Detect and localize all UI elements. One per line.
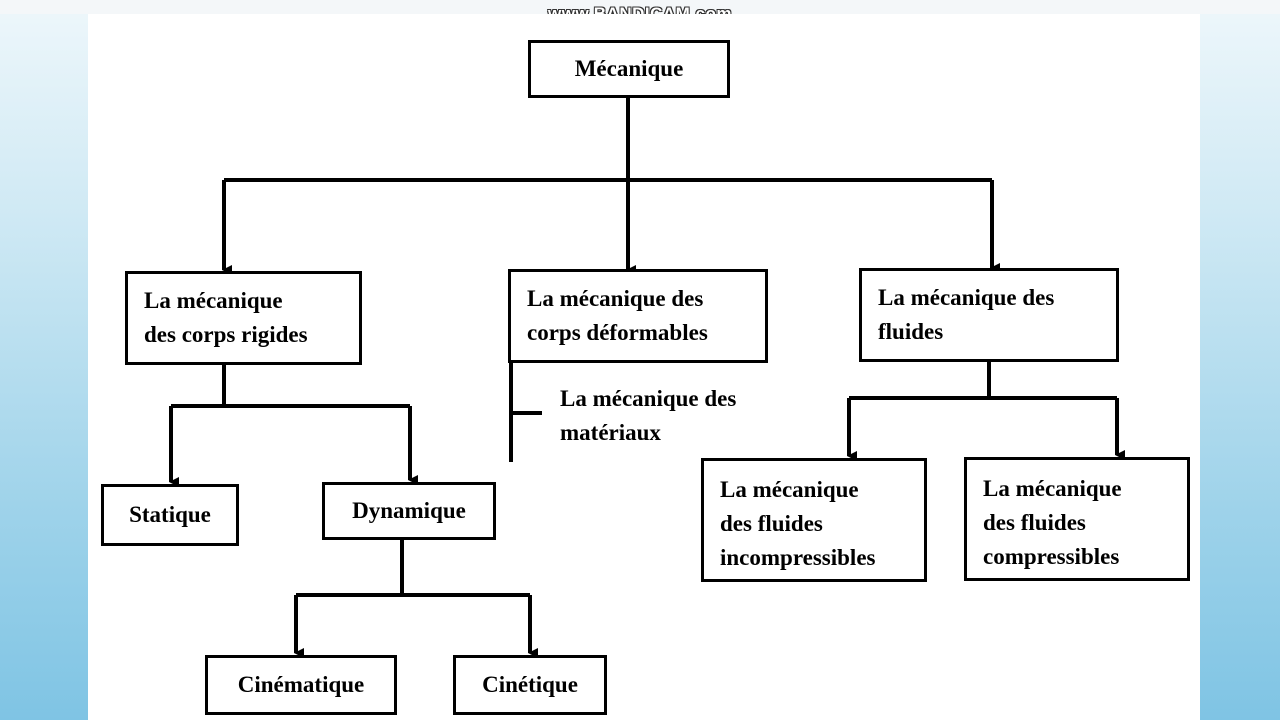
node-fluides-compressibles: La mécanique des fluides compressibles: [964, 457, 1190, 581]
node-statique-label: Statique: [129, 502, 211, 527]
node-fluides-incompressibles-line-2: des fluides: [720, 511, 823, 536]
node-mecanique: Mécanique: [528, 40, 730, 98]
node-cinetique: Cinétique: [453, 655, 607, 715]
node-statique: Statique: [101, 484, 239, 546]
node-fluides-incompressibles: La mécanique des fluides incompressibles: [701, 458, 927, 582]
node-corps-deformables-line-1: La mécanique des: [527, 286, 704, 311]
node-materiaux: La mécanique des matériaux: [560, 382, 736, 450]
node-corps-rigides: La mécanique des corps rigides: [125, 271, 362, 365]
node-mecanique-label: Mécanique: [574, 56, 684, 81]
recording-top-strip: [0, 0, 1280, 14]
node-fluides-compressibles-line-3: compressibles: [983, 544, 1120, 569]
node-dynamique-label: Dynamique: [352, 498, 466, 523]
node-fluides-compressibles-line-2: des fluides: [983, 510, 1086, 535]
node-cinematique-label: Cinématique: [237, 672, 365, 697]
slide-canvas: [88, 14, 1200, 720]
node-corps-deformables-line-2: corps déformables: [527, 320, 708, 345]
node-materiaux-line-1: La mécanique des: [560, 386, 737, 411]
node-fluides-line-1: La mécanique des: [878, 285, 1055, 310]
node-corps-rigides-line-1: La mécanique: [144, 288, 283, 313]
node-fluides-compressibles-line-1: La mécanique: [983, 476, 1122, 501]
node-fluides-incompressibles-line-3: incompressibles: [720, 545, 876, 570]
node-dynamique: Dynamique: [322, 482, 496, 540]
node-fluides-line-2: fluides: [878, 319, 944, 344]
node-corps-deformables: La mécanique des corps déformables: [508, 269, 768, 363]
node-corps-rigides-line-2: des corps rigides: [144, 322, 308, 347]
node-cinematique: Cinématique: [205, 655, 397, 715]
node-fluides: La mécanique des fluides: [859, 268, 1119, 362]
node-cinetique-label: Cinétique: [482, 672, 578, 697]
node-materiaux-line-2: matériaux: [560, 420, 661, 445]
node-fluides-incompressibles-line-1: La mécanique: [720, 477, 859, 502]
